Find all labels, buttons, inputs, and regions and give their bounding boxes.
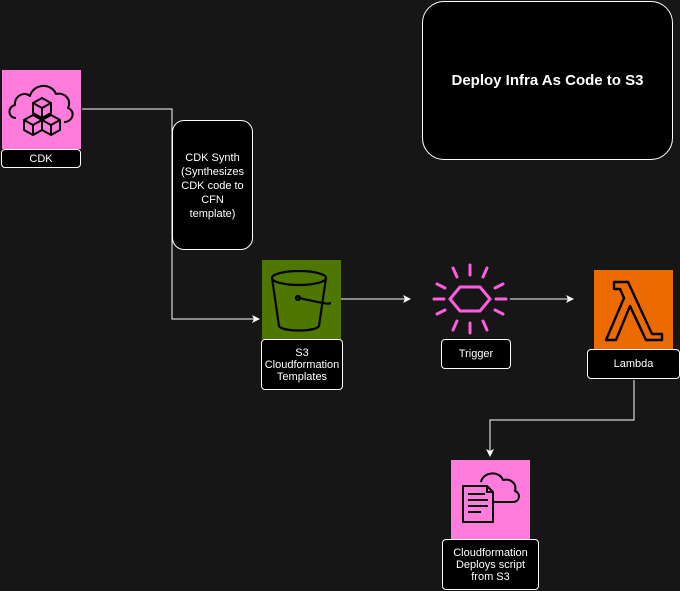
trigger-node[interactable] [429,259,511,339]
cloudformation-label: Cloudformation Deploys script from S3 [442,539,539,590]
cloudformation-node[interactable] [451,460,530,539]
connector-lambda-to-cloudformation [486,380,635,457]
cdk-label: CDK [1,149,81,168]
cdk-cloud-cubes-icon [8,85,74,136]
lambda-label: Lambda [587,349,680,379]
lambda-node[interactable] [594,270,673,349]
s3-label: S3 Cloudformation Templates [261,339,343,390]
trigger-event-icon [432,263,508,335]
cdk-node[interactable] [2,70,81,149]
cdk-synth-note: CDK Synth (Synthesizes CDK code to CFN t… [172,120,253,250]
s3-bucket-icon [270,269,332,332]
cloudformation-icon [462,472,520,523]
lambda-icon [604,280,664,342]
diagram-title: Deploy Infra As Code to S3 [422,1,673,160]
s3-node[interactable] [262,260,341,339]
trigger-label: Trigger [441,339,511,369]
